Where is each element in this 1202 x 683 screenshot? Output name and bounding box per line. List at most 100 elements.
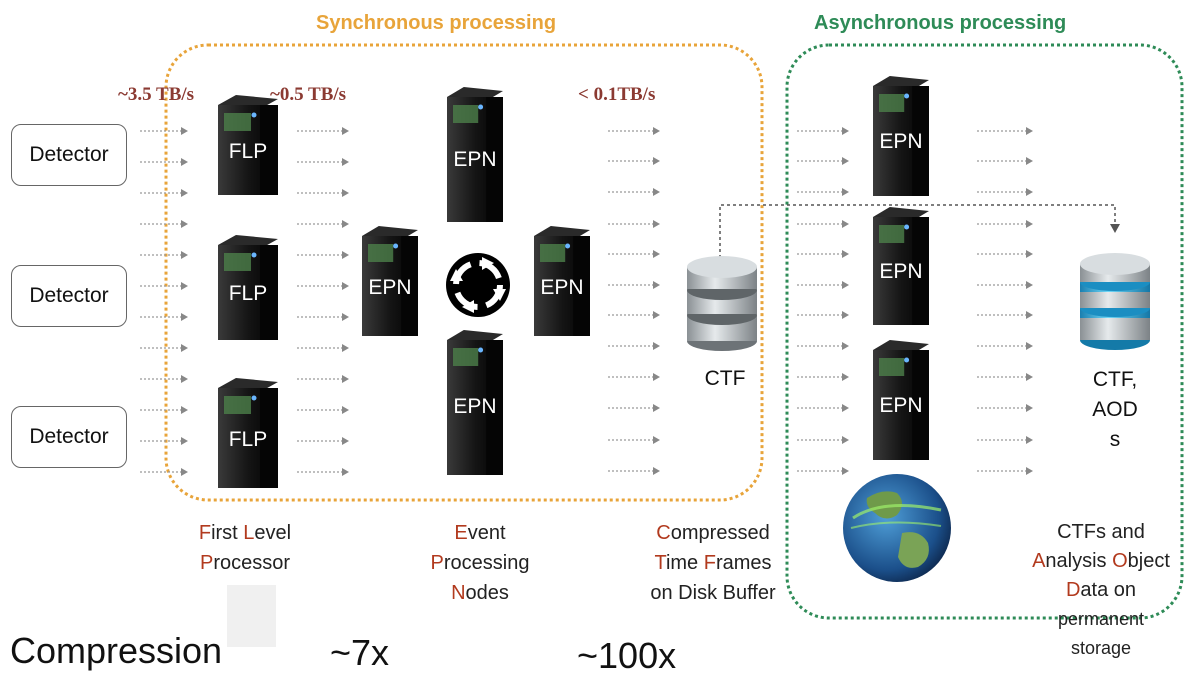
sync-header: Synchronous processing <box>316 12 557 34</box>
aod-caption-bject: bject <box>1127 550 1170 572</box>
arrow-async-out-6-head <box>1026 311 1033 319</box>
ctf-caption-rames: rames <box>715 552 772 574</box>
arrow-flp-11-head <box>342 468 349 476</box>
arrow-flp-3-head <box>342 220 349 228</box>
aod-caption-line4: permanent <box>1057 609 1145 629</box>
final-storage-label-line3: s <box>1109 428 1121 451</box>
rate-flp-epn: ~0.5 TB/s <box>270 84 347 105</box>
final-storage-label: CTF, AOD s <box>1075 365 1155 455</box>
arrow-epn-6-head <box>653 311 660 319</box>
epn-caption: Event Processing Nodes <box>410 518 550 608</box>
arrow-flp-7-head <box>342 344 349 352</box>
arrow-detector-5-head <box>181 282 188 290</box>
arrow-async-in-2-head <box>842 188 849 196</box>
arrow-epn-8-head <box>653 373 660 381</box>
epn-server-top <box>447 87 503 222</box>
arrow-async-in-10-head <box>842 436 849 444</box>
arrow-detector-0-head <box>181 127 188 135</box>
epn-server-top-label: EPN <box>453 147 497 171</box>
arrow-epn-5-head <box>653 281 660 289</box>
ctf-caption-line3: on Disk Buffer <box>650 582 776 604</box>
flp-caption-p: P <box>199 552 214 574</box>
arrow-detector-9-head <box>181 406 188 414</box>
servers-group <box>218 76 929 488</box>
epn-caption-p: P <box>430 552 444 574</box>
ctf-caption-ime: ime <box>665 552 704 574</box>
arrow-async-in-1-head <box>842 157 849 165</box>
detector-box-3: Detector <box>11 406 127 468</box>
arrow-epn-9-head <box>653 404 660 412</box>
arrow-flp-5-head <box>342 282 349 290</box>
arrow-flp-6-head <box>342 313 349 321</box>
epn-async-1-label: EPN <box>879 130 923 153</box>
ctf-to-storage-arrowhead <box>1110 224 1120 233</box>
load-balancer-icon <box>446 253 510 317</box>
data-flow-arrows <box>140 127 1033 476</box>
epn-server-right-label: EPN <box>540 275 584 299</box>
epn-async-3-label: EPN <box>879 394 923 417</box>
arrow-async-in-6-head <box>842 311 849 319</box>
async-header: Asynchronous processing <box>814 12 1067 34</box>
arrow-flp-2-head <box>342 189 349 197</box>
arrow-async-out-5-head <box>1026 281 1033 289</box>
epn-caption-vent: vent <box>467 522 506 544</box>
epn-async-2 <box>873 207 929 325</box>
arrow-flp-9-head <box>342 406 349 414</box>
flp-server-2-label: FLP <box>228 282 268 306</box>
epn-caption-odes: odes <box>465 582 509 604</box>
ctf-caption-c: C <box>656 522 671 544</box>
placeholder-box <box>227 585 276 647</box>
arrow-async-in-4-head <box>842 250 849 258</box>
arrow-flp-8-head <box>342 375 349 383</box>
arrow-async-out-10-head <box>1026 436 1033 444</box>
arrow-epn-7-head <box>653 342 660 350</box>
epn-server-bottom-label: EPN <box>453 395 497 419</box>
ctf-caption-f: F <box>703 552 716 574</box>
arrow-async-in-11-head <box>842 467 849 475</box>
async-region-box <box>785 43 1184 620</box>
arrow-detector-3-head <box>181 220 188 228</box>
arrow-async-in-9-head <box>842 404 849 412</box>
arrow-detector-1-head <box>181 158 188 166</box>
ctf-caption: Compressed Time Frames on Disk Buffer <box>628 518 798 608</box>
flp-server-1-label: FLP <box>228 140 268 163</box>
flp-caption: First Level Processor <box>180 518 310 578</box>
flp-caption-evel: evel <box>254 522 292 544</box>
flp-server-2 <box>218 235 278 340</box>
aod-caption-nalysis: nalysis <box>1045 550 1113 572</box>
arrow-epn-4-head <box>653 250 660 258</box>
epn-server-bottom <box>447 330 503 475</box>
flp-caption-rocessor: rocessor <box>213 552 291 574</box>
arrow-async-out-11-head <box>1026 467 1033 475</box>
rate-detector-flp: ~3.5 TB/s <box>118 84 195 105</box>
epn-server-left <box>362 226 418 336</box>
arrow-flp-4-head <box>342 251 349 259</box>
ctf-caption-ompressed: ompressed <box>670 522 770 544</box>
arrow-detector-2-head <box>181 189 188 197</box>
arrow-detector-6-head <box>181 313 188 321</box>
aod-caption-line1: CTFs and <box>1057 521 1145 543</box>
compression-factor-flp: ~7x <box>330 632 390 673</box>
flp-server-3-label: FLP <box>228 427 268 451</box>
arrow-async-in-8-head <box>842 373 849 381</box>
arrow-async-in-0-head <box>842 127 849 135</box>
arrow-epn-0-head <box>653 127 660 135</box>
aod-caption-o: O <box>1112 550 1128 572</box>
arrow-flp-0-head <box>342 127 349 135</box>
epn-caption-rocessing: rocessing <box>443 552 530 574</box>
arrow-async-out-9-head <box>1026 404 1033 412</box>
final-storage-label-line2: AOD <box>1092 398 1138 421</box>
aod-caption-ata-on: ata on <box>1080 579 1137 601</box>
globe-icon <box>843 474 951 582</box>
compression-factor-epn: ~100x <box>577 635 677 676</box>
rate-epn-ctf: < 0.1TB/s <box>578 84 656 105</box>
ctf-to-storage-link <box>719 204 1116 270</box>
arrow-epn-3-head <box>653 220 660 228</box>
arrow-async-out-0-head <box>1026 127 1033 135</box>
aod-caption-line5: storage <box>1070 638 1132 658</box>
flp-server-3 <box>218 378 278 488</box>
final-storage-label-line1: CTF, <box>1092 368 1138 391</box>
compression-label: Compression <box>10 630 223 671</box>
flp-server-1 <box>218 95 278 195</box>
